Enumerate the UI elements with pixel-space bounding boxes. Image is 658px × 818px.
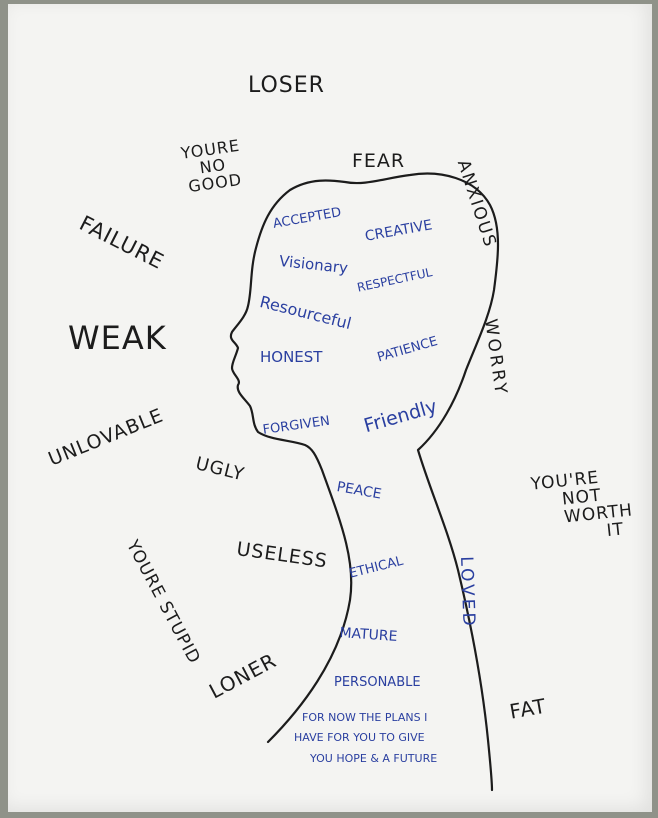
verse-line-3: YOU HOPE & A FUTURE — [310, 751, 438, 765]
paper-sheet — [8, 4, 652, 812]
verse-text: FOR NOW THE PLANS I HAVE FOR YOU TO GIVE… — [294, 708, 437, 769]
word-youre-no-good: YOURE NO GOOD — [180, 136, 246, 196]
verse-line-1: FOR NOW THE PLANS I — [302, 711, 428, 724]
word-weak: WEAK — [68, 319, 167, 357]
word-youre-not-worth-it: YOU'RE NOT WORTH IT — [500, 467, 636, 551]
verse-line-2: HAVE FOR YOU TO GIVE — [294, 731, 425, 745]
word-honest: HONEST — [260, 348, 323, 366]
word-fear: FEAR — [352, 150, 406, 172]
word-loser: LOSER — [248, 73, 325, 98]
word-loved: LOVED — [456, 555, 479, 630]
word-personable: PERSONABLE — [334, 675, 421, 690]
